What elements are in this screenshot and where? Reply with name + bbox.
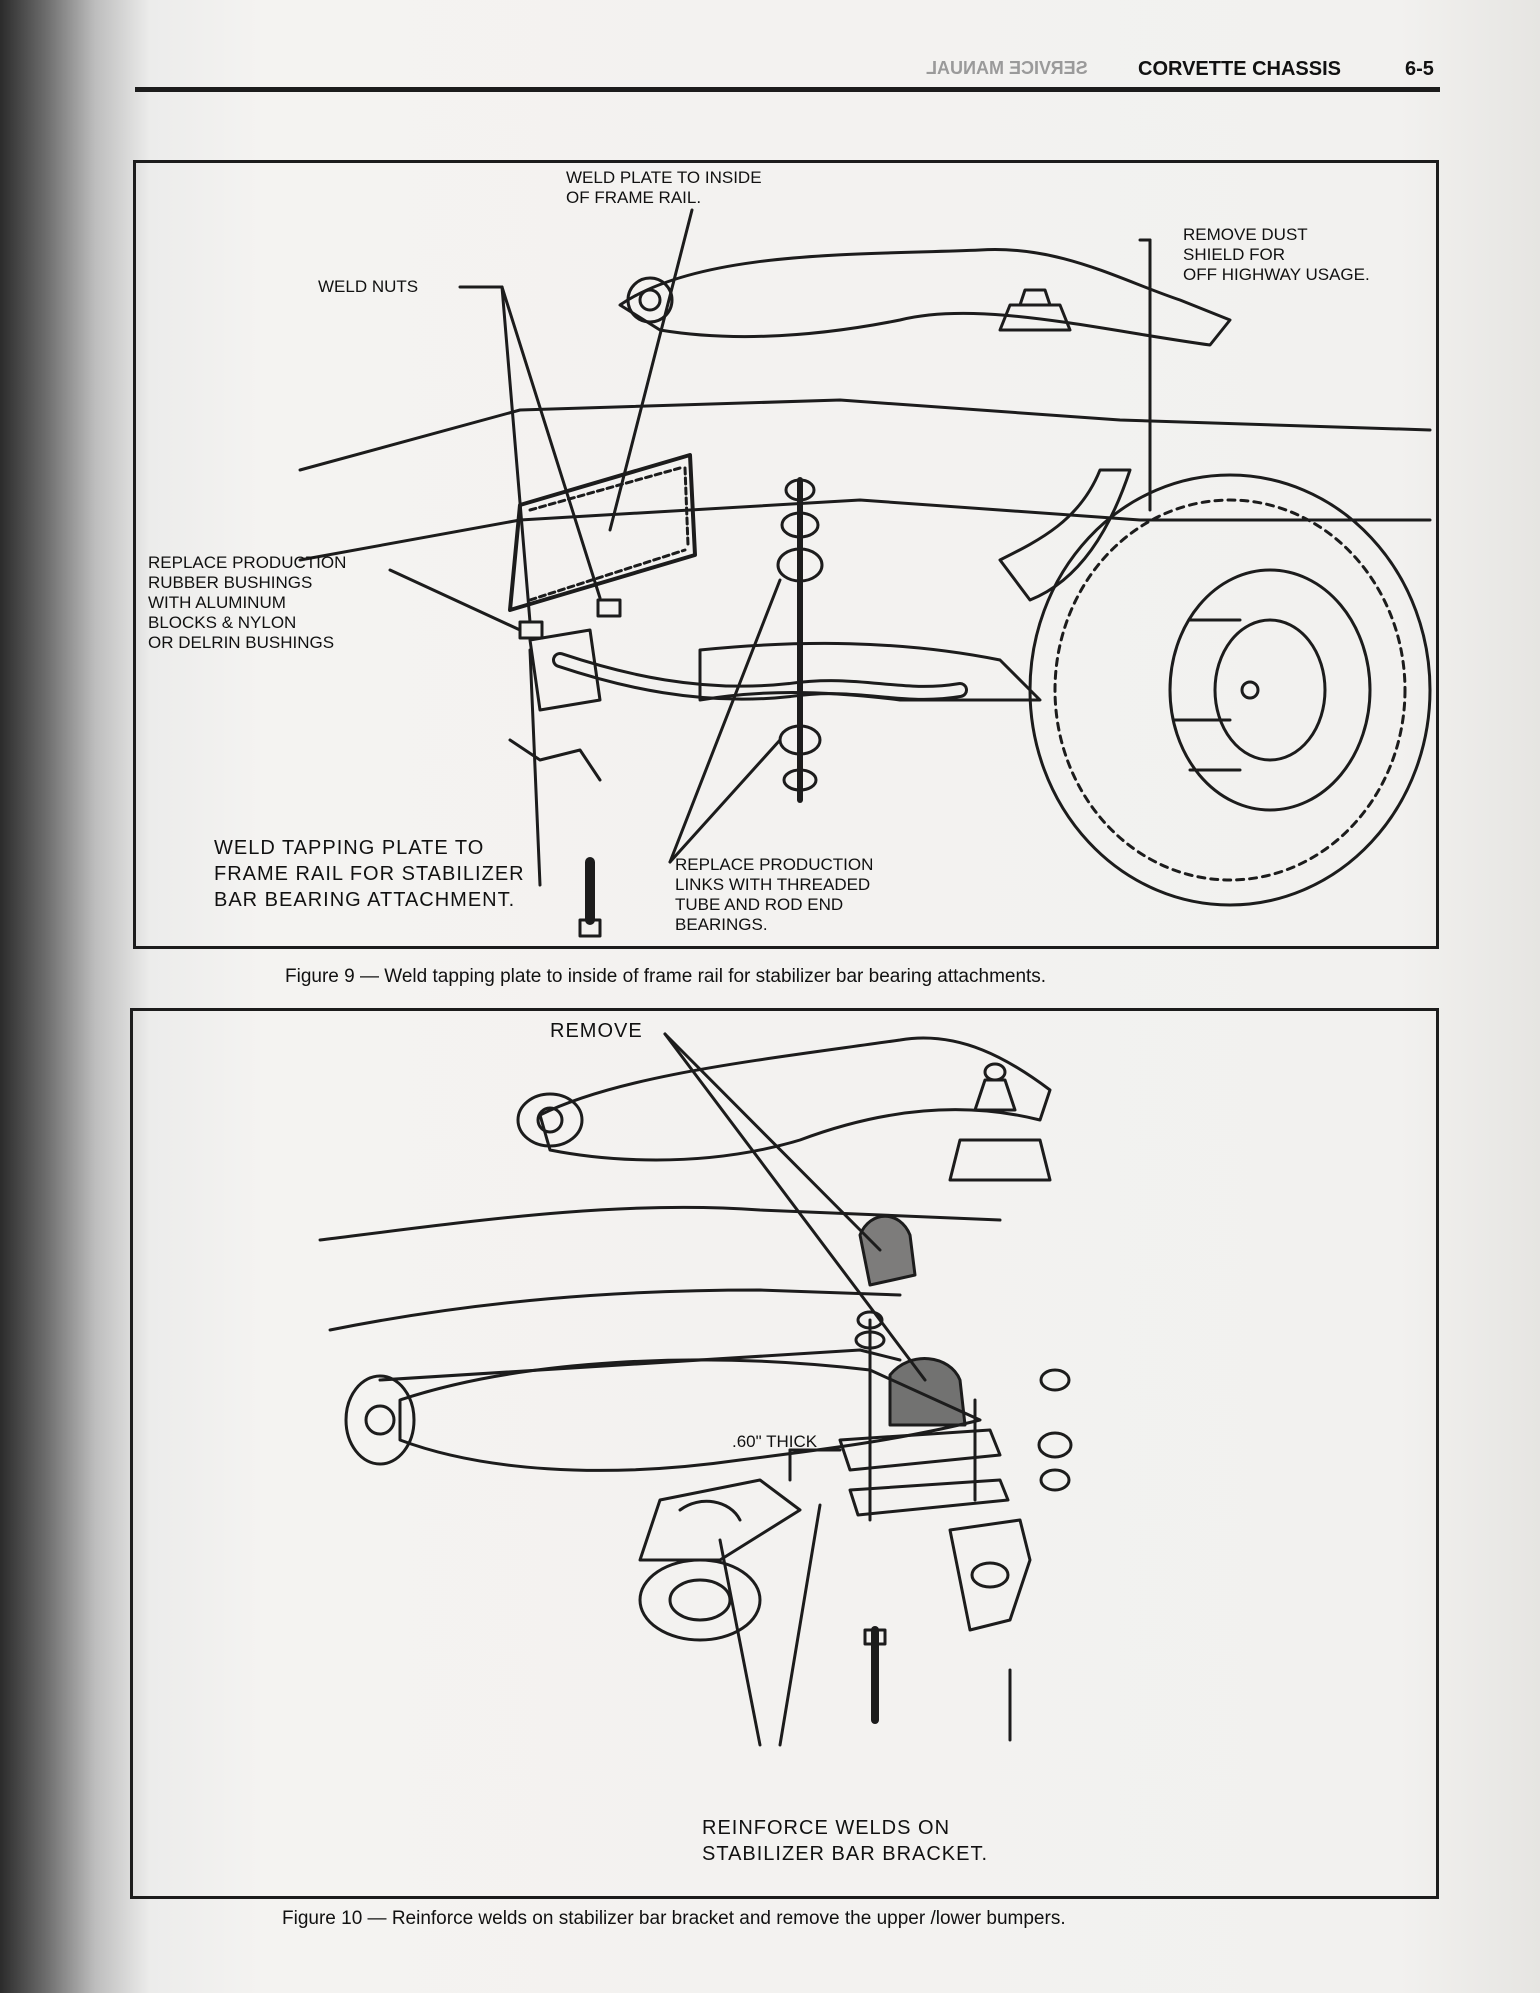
spacer-plate <box>838 1428 1002 1472</box>
figure-9-frame <box>133 160 1439 949</box>
leader-reinforce-b <box>718 1538 762 1747</box>
lower-control-arm <box>398 1358 982 1472</box>
leader-weld-nuts <box>500 285 532 624</box>
label-thick: .60" THICK <box>732 1432 818 1451</box>
frame-rail <box>298 398 1432 472</box>
label-reinforce-welds: REINFORCE WELDS ON STABILIZER BAR BRACKE… <box>702 1817 989 1865</box>
leader-reinforce-a <box>778 1503 822 1747</box>
upper-bumper <box>858 1214 917 1287</box>
label-weld-plate: WELD PLATE TO INSIDE OF FRAME RAIL. <box>566 168 762 207</box>
leader-weld-plate <box>608 208 694 532</box>
frame-rail <box>318 1205 1002 1242</box>
upper-control-arm <box>538 1036 1052 1162</box>
label-weld-nuts: WELD NUTS <box>318 277 419 296</box>
header-rule <box>135 87 1440 92</box>
leader-tapping <box>528 648 542 887</box>
leader-bushings <box>388 568 522 632</box>
label-remove: REMOVE <box>550 1020 643 1042</box>
tapping-plate <box>508 453 697 612</box>
figure-10-frame <box>130 1008 1439 1899</box>
page-header-title: CORVETTE CHASSIS <box>1138 58 1341 80</box>
label-weld-tapping-plate: WELD TAPPING PLATE TO FRAME RAIL FOR STA… <box>214 837 525 911</box>
lower-control-arm <box>698 641 1042 702</box>
label-replace-links: REPLACE PRODUCTION LINKS WITH THREADED T… <box>675 855 874 934</box>
upper-control-arm <box>618 248 1232 347</box>
label-replace-bushings: REPLACE PRODUCTION RUBBER BUSHINGS WITH … <box>148 553 347 652</box>
leader-links-a <box>668 578 782 864</box>
label-remove-dust-shield: REMOVE DUST SHIELD FOR OFF HIGHWAY USAGE… <box>1183 225 1370 284</box>
upper-arm-pivot <box>516 1092 584 1148</box>
wheel-hub <box>1168 568 1372 812</box>
upper-arm-pivot <box>626 276 674 324</box>
leader-links-b <box>668 738 782 864</box>
figure-10-caption: Figure 10 — Reinforce welds on stabilize… <box>282 1908 1066 1929</box>
stabilizer-bracket <box>638 1478 802 1562</box>
leader-remove-a <box>663 1032 882 1252</box>
figure-9-caption: Figure 9 — Weld tapping plate to inside … <box>285 966 1047 987</box>
lower-bumper <box>888 1357 967 1427</box>
page-number: 6-5 <box>1405 58 1434 80</box>
leader-remove-b <box>663 1032 927 1382</box>
